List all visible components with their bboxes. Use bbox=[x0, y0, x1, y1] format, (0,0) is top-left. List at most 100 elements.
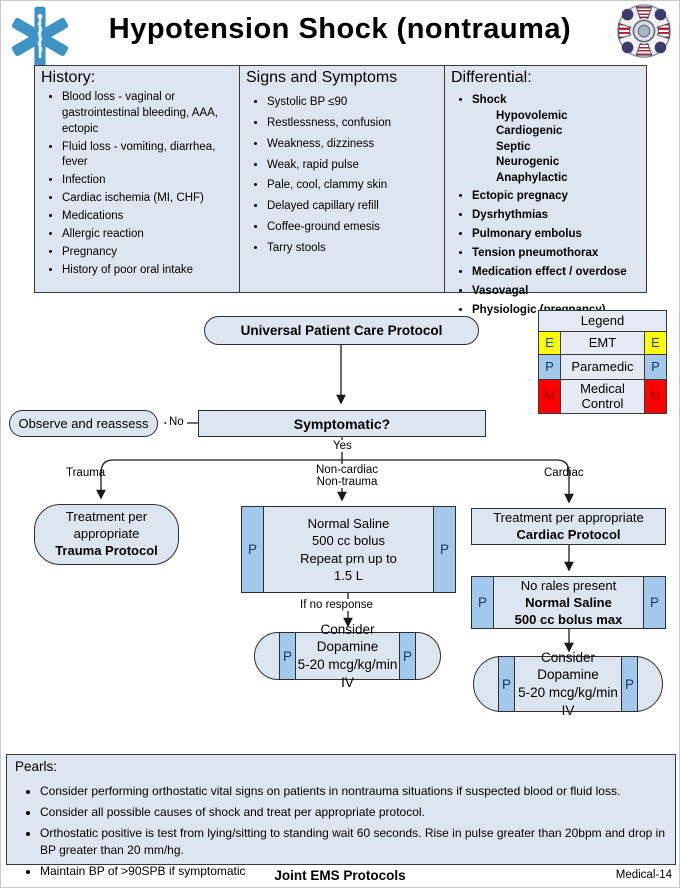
cardiac-node-line: Cardiac Protocol bbox=[516, 526, 621, 542]
legend-emt-letter: E bbox=[539, 332, 560, 354]
signs-item: Coffee-ground emesis bbox=[267, 220, 444, 236]
legend-emt-label: EMT bbox=[561, 332, 644, 354]
noncardiac-line1: Non-cardiac bbox=[316, 464, 378, 476]
pearls-item: Consider all possible causes of shock an… bbox=[40, 804, 675, 821]
saline-line: 500 cc bolus bbox=[312, 533, 385, 549]
cardiac-protocol-node: Treatment per appropriate Cardiac Protoc… bbox=[471, 508, 666, 545]
differential-item: Shock Hypovolemic Cardiogenic Septic Neu… bbox=[472, 93, 646, 186]
signs-item: Pale, cool, clammy skin bbox=[267, 178, 444, 194]
signs-item: Delayed capillary refill bbox=[267, 199, 444, 215]
universal-patient-care-node: Universal Patient Care Protocol bbox=[204, 316, 479, 345]
saline-line: Repeat prn up to bbox=[300, 550, 397, 566]
legend-medical-letter: M bbox=[645, 380, 666, 413]
history-item: Blood loss - vaginal or gastrointestinal… bbox=[62, 90, 239, 138]
page-number: Medical-14 bbox=[615, 869, 672, 881]
norales-line: No rales present bbox=[520, 577, 617, 593]
differential-subitem: Anaphylactic bbox=[496, 171, 568, 184]
legend-title: Legend bbox=[539, 311, 666, 331]
star-of-life-icon bbox=[11, 6, 69, 68]
trauma-node-line: appropriate bbox=[73, 526, 140, 542]
legend-paramedic-letter: P bbox=[539, 355, 560, 379]
signs-item: Tarry stools bbox=[267, 241, 444, 257]
observe-reassess-node: Observe and reassess bbox=[9, 410, 158, 437]
differential-item: Ectopic pregnacy bbox=[472, 189, 646, 205]
differential-item: Medication effect / overdose bbox=[472, 265, 646, 281]
cardiac-branch-label: Cardiac bbox=[544, 467, 584, 479]
cardiac-node-line: Treatment per appropriate bbox=[493, 509, 644, 525]
differential-item: Dysrhythmias bbox=[472, 208, 646, 224]
saline-node-text: Normal Saline 500 cc bolus Repeat prn up… bbox=[266, 507, 431, 592]
no-rales-saline-node: P No rales present Normal Saline 500 cc … bbox=[471, 576, 666, 629]
history-item: Fluid loss - vomiting, diarrhea, fever bbox=[62, 140, 239, 172]
history-list: Blood loss - vaginal or gastrointestinal… bbox=[35, 90, 239, 278]
pearls-list: Consider performing orthostatic vital si… bbox=[7, 783, 675, 880]
saline-line: Normal Saline bbox=[307, 516, 390, 532]
symptomatic-decision-node: Symptomatic? bbox=[198, 410, 486, 437]
no-branch-label: No bbox=[166, 416, 187, 428]
legend-paramedic-label: Paramedic bbox=[561, 355, 644, 379]
paramedic-level-bar: P bbox=[643, 577, 665, 628]
signs-item: Weak, rapid pulse bbox=[267, 158, 444, 174]
paramedic-level-bar: P bbox=[399, 632, 416, 680]
paramedic-level-bar: P bbox=[279, 632, 296, 680]
yes-branch-label: Yes bbox=[330, 440, 355, 452]
paramedic-level-bar: P bbox=[621, 656, 638, 712]
pearls-title: Pearls: bbox=[15, 759, 58, 774]
history-item: Medications bbox=[62, 209, 239, 225]
norales-line: Normal Saline bbox=[525, 594, 612, 610]
signs-item: Restlessness, confusion bbox=[267, 116, 444, 132]
paramedic-level-bar: P bbox=[242, 507, 264, 592]
trauma-node-line: Treatment per bbox=[65, 509, 148, 525]
history-item: History of poor oral intake bbox=[62, 263, 239, 279]
history-item: Pregnancy bbox=[62, 245, 239, 261]
differential-title: Differential: bbox=[451, 69, 532, 86]
differential-subitem: Neurogenic bbox=[496, 156, 560, 169]
dopamine-node-mid: P Consider Dopamine 5-20 mcg/kg/min IV P bbox=[254, 622, 441, 690]
differential-list: Shock Hypovolemic Cardiogenic Septic Neu… bbox=[445, 93, 646, 318]
pearls-item: Maintain BP of >90SPB if symptomatic bbox=[40, 863, 675, 880]
pearls-item: Orthostatic positive is test from lying/… bbox=[40, 825, 675, 859]
signs-symptoms-box: Signs and Symptoms Systolic BP ≤90 Restl… bbox=[239, 65, 445, 293]
differential-box: Differential: Shock Hypovolemic Cardioge… bbox=[444, 65, 647, 316]
no-response-label: If no response bbox=[297, 599, 376, 611]
footer-protocol-title: Joint EMS Protocols bbox=[274, 868, 406, 883]
shock-subtypes: Hypovolemic Cardiogenic Septic Neurogeni… bbox=[496, 109, 642, 187]
norales-line: 500 cc bolus max bbox=[514, 612, 623, 628]
signs-title: Signs and Symptoms bbox=[246, 69, 398, 86]
trauma-branch-label: Trauma bbox=[66, 467, 106, 479]
paramedic-level-bar: P bbox=[498, 656, 515, 712]
history-item: Cardiac ischemia (MI, CHF) bbox=[62, 191, 239, 207]
fire-department-badge-icon bbox=[617, 4, 671, 58]
page-title: Hypotension Shock (nontrauma) bbox=[108, 13, 572, 45]
dopamine-line: 5-20 mcg/kg/min IV bbox=[297, 657, 398, 690]
signs-item: Systolic BP ≤90 bbox=[267, 95, 444, 111]
dopamine-line: Consider Dopamine bbox=[316, 621, 379, 655]
dopamine-right-text: Consider Dopamine 5-20 mcg/kg/min IV bbox=[516, 650, 620, 718]
trauma-protocol-node: Treatment per appropriate Trauma Protoco… bbox=[34, 504, 179, 565]
noncardiac-branch-label: Non-cardiac Non-trauma bbox=[301, 464, 393, 488]
trauma-node-line: Trauma Protocol bbox=[55, 542, 158, 558]
pearls-box: Pearls: Consider performing orthostatic … bbox=[6, 754, 676, 878]
paramedic-level-bar: P bbox=[433, 507, 455, 592]
legend-medical-letter: M bbox=[539, 380, 560, 413]
differential-item: Vasovagal bbox=[472, 284, 646, 300]
normal-saline-node: P Normal Saline 500 cc bolus Repeat prn … bbox=[241, 506, 456, 593]
history-title: History: bbox=[41, 69, 96, 86]
differential-item-label: Shock bbox=[472, 94, 507, 106]
history-box: History: Blood loss - vaginal or gastroi… bbox=[34, 65, 240, 293]
legend-paramedic-letter: P bbox=[645, 355, 666, 379]
differential-subitem: Hypovolemic bbox=[496, 109, 568, 122]
norales-node-text: No rales present Normal Saline 500 cc bo… bbox=[496, 577, 641, 628]
legend-medical-label: Medical Control bbox=[561, 380, 644, 413]
dopamine-line: 5-20 mcg/kg/min IV bbox=[518, 685, 618, 718]
history-item: Infection bbox=[62, 173, 239, 189]
dopamine-node-right: P Consider Dopamine 5-20 mcg/kg/min IV P bbox=[473, 650, 663, 718]
legend-emt-letter: E bbox=[645, 332, 666, 354]
history-item: Allergic reaction bbox=[62, 227, 239, 243]
differential-item: Pulmonary embolus bbox=[472, 227, 646, 243]
differential-item: Tension pneumothorax bbox=[472, 246, 646, 262]
noncardiac-line2: Non-trauma bbox=[316, 476, 378, 488]
pearls-item: Consider performing orthostatic vital si… bbox=[40, 783, 675, 800]
signs-item: Weakness, dizziness bbox=[267, 137, 444, 153]
